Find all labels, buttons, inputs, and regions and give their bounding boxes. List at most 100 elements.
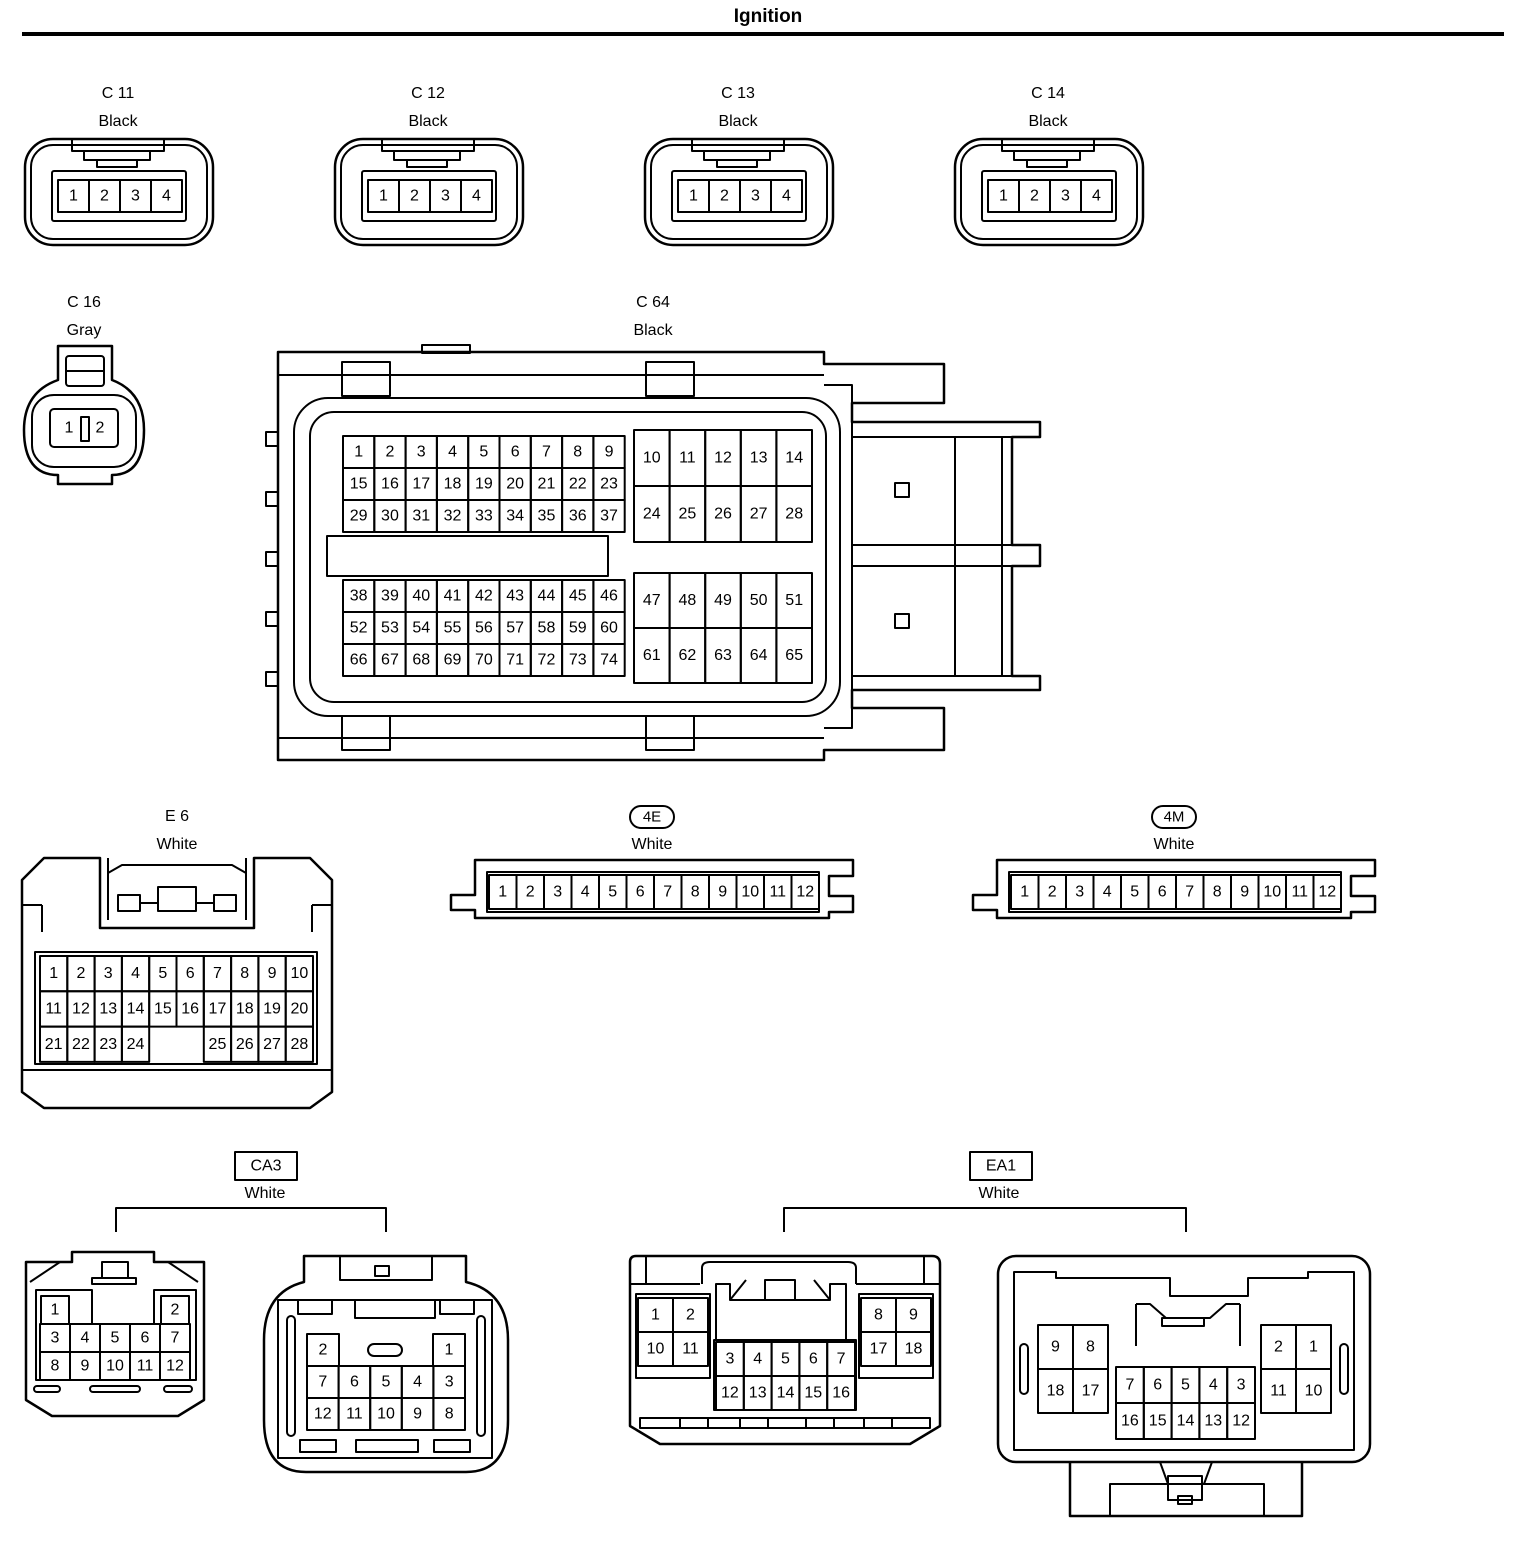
pin-number: 49 [714, 592, 732, 609]
pin-number: 27 [750, 506, 768, 523]
pin-number: 4 [162, 188, 171, 205]
pin-number: 38 [350, 588, 368, 605]
pin-number: 9 [1240, 884, 1249, 901]
pin-number: 24 [643, 506, 661, 523]
pin-number: 2 [385, 444, 394, 461]
pin-number: 3 [553, 884, 562, 901]
pin-number: 23 [600, 476, 618, 493]
pin-number: 21 [538, 476, 556, 493]
pin-number: 11 [45, 1000, 62, 1017]
pin-number: 24 [127, 1036, 145, 1053]
pin-number: 1 [445, 1342, 454, 1359]
pin-number: 18 [236, 1000, 254, 1017]
pin-number: 16 [181, 1000, 199, 1017]
pin-number: 11 [682, 1341, 699, 1358]
e6-color: White [156, 836, 198, 853]
pin-number: 8 [445, 1406, 454, 1423]
pin-number: 2 [1048, 884, 1057, 901]
pin-number: 11 [1291, 884, 1308, 901]
pin-number: 13 [749, 1385, 767, 1402]
pin-number: 14 [1177, 1413, 1195, 1430]
pin-number: 10 [106, 1358, 124, 1375]
pin-number: 4 [1209, 1377, 1218, 1394]
pin-number: 10 [377, 1406, 395, 1423]
pin-number: 18 [1047, 1383, 1065, 1400]
pin-number: 1 [65, 420, 74, 437]
pin-number: 32 [444, 508, 462, 525]
pin-number: 4 [782, 188, 791, 205]
pin-number: 33 [475, 508, 493, 525]
c4m-name: 4M [1164, 809, 1185, 826]
pin-number: 45 [569, 588, 587, 605]
c12-name: C 12 [411, 85, 445, 102]
c13-color: Black [718, 113, 758, 130]
ca3-color: White [244, 1185, 286, 1202]
pin-number: 55 [444, 620, 462, 637]
pin-number: 72 [538, 652, 556, 669]
pin-number: 5 [479, 444, 488, 461]
pin-number: 27 [263, 1036, 281, 1053]
pin-number: 53 [381, 620, 399, 637]
pin-number: 5 [1181, 1377, 1190, 1394]
pin-number: 41 [444, 588, 462, 605]
pin-number: 18 [444, 476, 462, 493]
pin-number: 61 [643, 647, 661, 664]
pin-number: 2 [526, 884, 535, 901]
pin-number: 5 [158, 965, 167, 982]
c16-name: C 16 [67, 294, 101, 311]
pin-number: 1 [1309, 1339, 1318, 1356]
pin-number: 18 [905, 1341, 923, 1358]
pin-number: 31 [412, 508, 430, 525]
pin-number: 30 [381, 508, 399, 525]
pin-number: 12 [1318, 884, 1336, 901]
pin-number: 11 [679, 450, 696, 467]
pin-number: 5 [111, 1330, 120, 1347]
pin-number: 3 [1075, 884, 1084, 901]
pin-number: 2 [1030, 188, 1039, 205]
pin-number: 17 [412, 476, 430, 493]
pin-number: 2 [76, 965, 85, 982]
pin-number: 26 [236, 1036, 254, 1053]
pin-number: 4 [131, 965, 140, 982]
pin-number: 16 [381, 476, 399, 493]
pin-number: 44 [538, 588, 556, 605]
pin-number: 74 [600, 652, 618, 669]
pin-number: 1 [1020, 884, 1029, 901]
pin-number: 5 [781, 1351, 790, 1368]
pin-number: 9 [909, 1307, 918, 1324]
pin-number: 12 [714, 450, 732, 467]
pin-number: 3 [131, 188, 140, 205]
pin-number: 3 [104, 965, 113, 982]
pin-number: 8 [51, 1358, 60, 1375]
pin-number: 19 [263, 1000, 281, 1017]
pin-number: 7 [663, 884, 672, 901]
pin-number: 1 [354, 444, 363, 461]
pin-number: 4 [1092, 188, 1101, 205]
c14-color: Black [1028, 113, 1068, 130]
pin-number: 8 [874, 1307, 883, 1324]
ea1-name: EA1 [986, 1158, 1016, 1175]
pin-number: 54 [412, 620, 430, 637]
pin-number: 7 [1185, 884, 1194, 901]
pin-number: 59 [569, 620, 587, 637]
pin-number: 11 [1270, 1383, 1287, 1400]
pin-number: 50 [750, 592, 768, 609]
c16-color: Gray [66, 322, 102, 339]
e6-name: E 6 [164, 808, 189, 825]
c11-color: Black [98, 113, 138, 130]
title-rule [22, 32, 1504, 36]
pin-number: 4 [753, 1351, 762, 1368]
pin-number: 14 [777, 1385, 795, 1402]
pin-number: 25 [679, 506, 697, 523]
pin-number: 4 [1103, 884, 1112, 901]
c13-name: C 13 [721, 85, 755, 102]
pin-number: 4 [81, 1330, 90, 1347]
pin-number: 6 [636, 884, 645, 901]
pin-number: 3 [445, 1374, 454, 1391]
pin-number: 63 [714, 647, 732, 664]
pin-number: 2 [410, 188, 419, 205]
pin-number: 60 [600, 620, 618, 637]
